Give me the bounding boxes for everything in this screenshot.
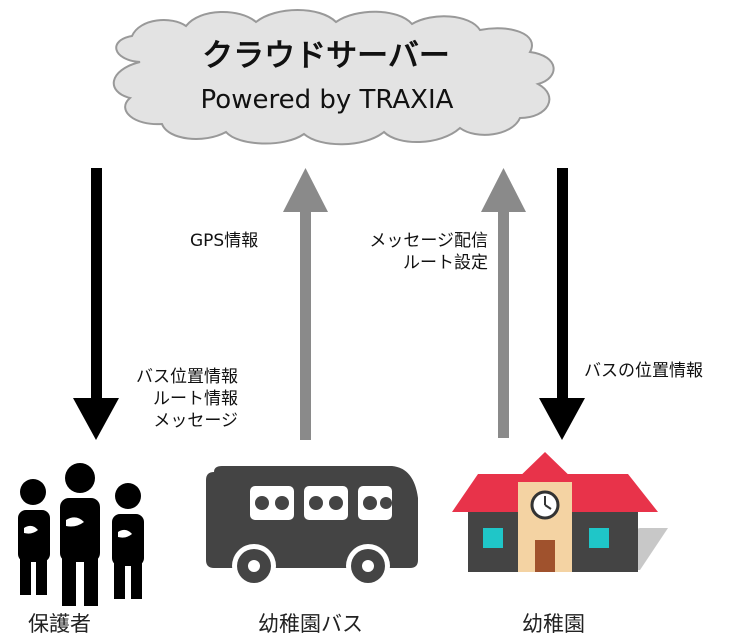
arrow-bus-to-cloud [283,168,328,440]
cloud-subtitle: Powered by TRAXIA [201,85,454,115]
arrow-head [283,168,328,212]
cloud-shape [112,9,555,146]
label-line-bus-position: バスの位置情報 [584,361,703,381]
kindergarten-building-icon [452,452,668,572]
arrow-shaft [91,168,102,408]
cloud-title: クラウドサーバー [202,38,450,74]
arrow-head [73,398,119,440]
arrow-shaft [557,168,568,408]
label-line-gps: GPS情報 [190,231,259,251]
caption-bus: 幼稚園バス [258,612,363,636]
arrow-kindergarten-to-cloud [481,168,526,438]
tower-roof [512,452,578,484]
arrow-head [539,398,585,440]
label-line-message-delivery: メッセージ配信 [369,231,488,251]
label-line-message: メッセージ [153,411,238,431]
cloud-server: クラウドサーバー Powered by TRAXIA [112,9,555,146]
label-bus-to-cloud: GPS情報 [190,230,258,252]
window-left [483,528,503,548]
label-cloud-to-kindergarten: バスの位置情報 [584,360,703,382]
bus-icon [206,466,418,588]
people-icon [18,463,144,606]
label-line-route-info: ルート情報 [153,389,238,409]
label-line-bus-location: バス位置情報 [136,367,238,387]
caption-parents: 保護者 [28,612,91,636]
arrow-shaft [300,200,311,440]
window-right [589,528,609,548]
arrow-head [481,168,526,212]
label-kindergarten-to-cloud: メッセージ配信 ルート設定 [346,230,488,274]
label-cloud-to-parents: バス位置情報 ルート情報 メッセージ [108,366,238,432]
arrow-shaft [498,200,509,438]
caption-kindergarten: 幼稚園 [522,612,585,636]
door [535,540,555,572]
arrow-cloud-to-kindergarten [539,168,585,440]
arrow-cloud-to-parents [73,168,119,440]
label-line-route-setting: ルート設定 [403,253,488,273]
